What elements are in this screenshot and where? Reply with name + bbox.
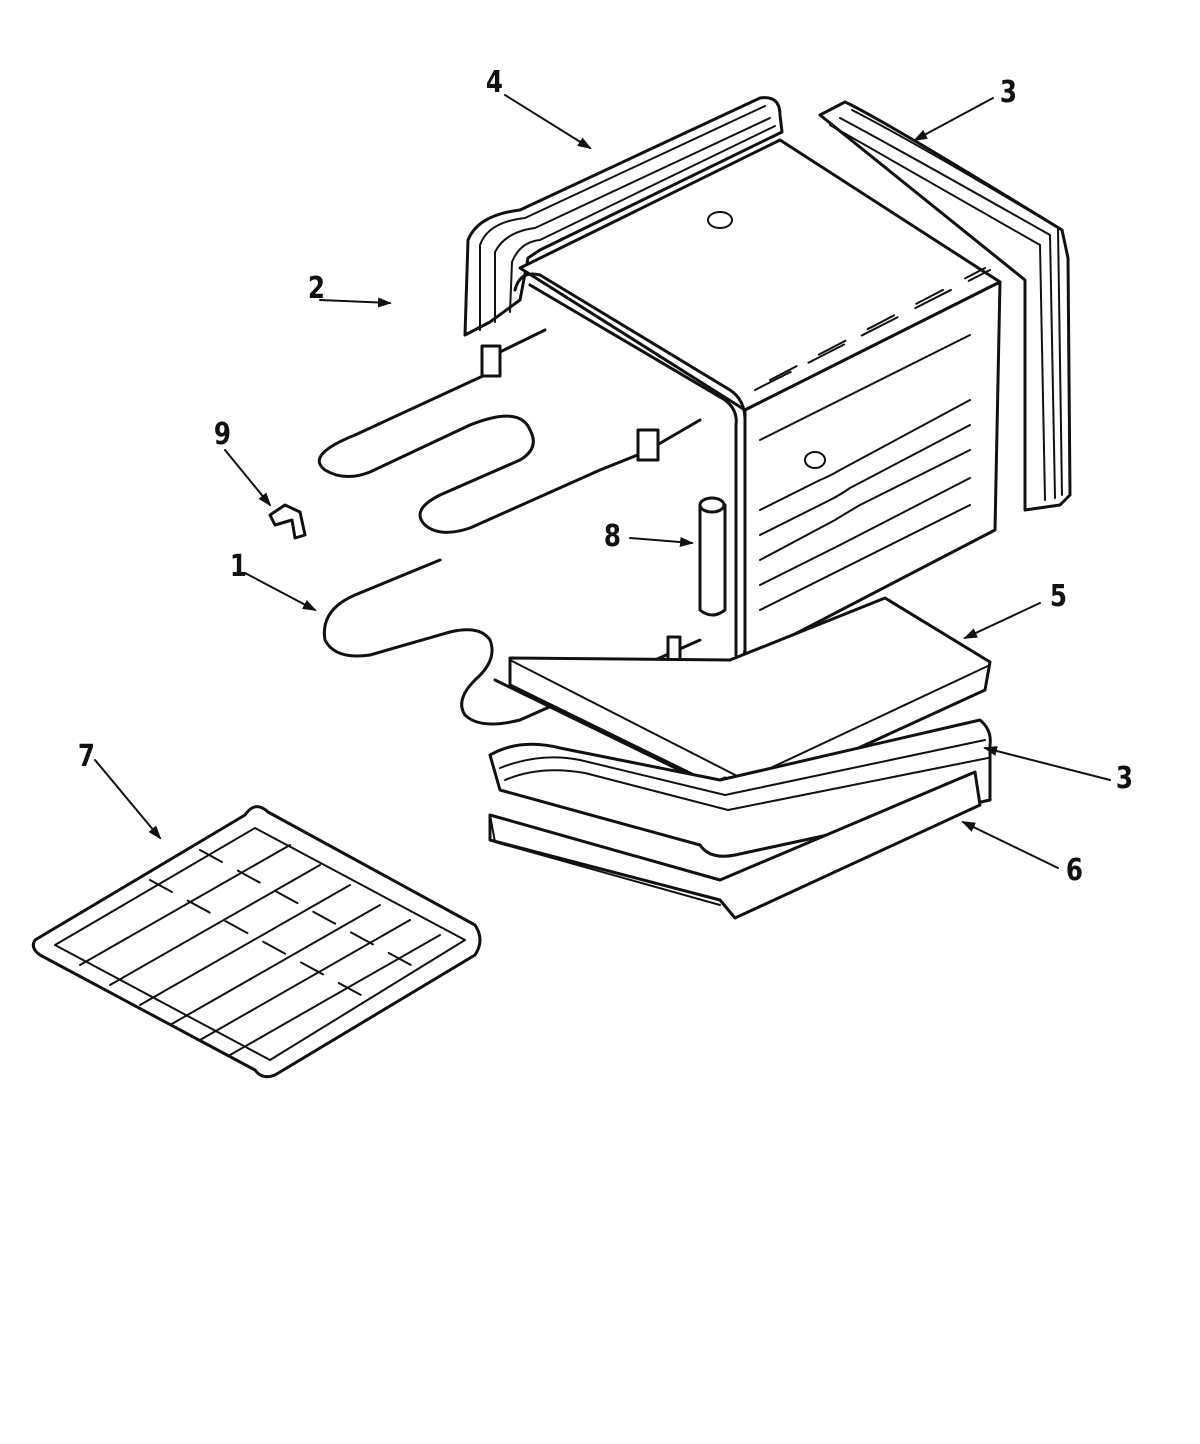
top-insulation-blanket [463, 96, 784, 337]
leader-7 [629, 537, 694, 548]
leader-8 [94, 759, 162, 840]
leader-5 [963, 602, 1041, 639]
leader-2 [319, 297, 392, 308]
broil-element [317, 328, 702, 534]
callout-3-bottom: 3 [1115, 761, 1133, 796]
leader-3b [983, 746, 1111, 781]
callout-5: 5 [1049, 579, 1067, 614]
leader-9 [224, 449, 272, 507]
callout-8: 7 [77, 739, 95, 774]
callout-2: 2 [307, 271, 325, 306]
oven-cavity [513, 138, 1002, 664]
leader-6 [961, 821, 1059, 869]
leader-1 [244, 572, 317, 611]
callout-4: 4 [485, 65, 503, 100]
bake-element [322, 558, 702, 726]
side-insulation-blanket [818, 100, 1072, 512]
callout-6: 6 [1065, 853, 1083, 888]
callout-3-top: 3 [999, 75, 1017, 110]
bracket [268, 503, 307, 540]
leader-4 [504, 94, 592, 150]
callout-1: 1 [229, 549, 247, 584]
callout-9: 9 [213, 417, 231, 452]
leader-3a [913, 97, 994, 141]
leader-arrows [94, 94, 1111, 869]
oven-rack [31, 805, 482, 1079]
callout-7: 8 [603, 519, 621, 554]
cylinder-insulator [698, 496, 727, 617]
bottom-base-tray [488, 770, 982, 920]
